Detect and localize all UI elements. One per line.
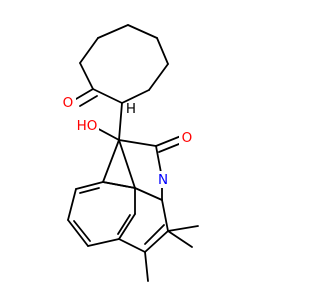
ketone-double-bond (75, 88, 98, 107)
benzene-ring (67, 181, 136, 247)
lactam-oxygen-label: O (182, 130, 193, 146)
ring-junction-h-label: H (126, 101, 136, 117)
lactam-ring (102, 139, 163, 189)
hydroxyl-label: HO (77, 118, 98, 134)
nitrogen-label: N (158, 172, 168, 188)
ring-link-bond (118, 102, 123, 141)
dihydroquinoline-ring (118, 177, 169, 253)
ketone-oxygen-label: O (63, 95, 74, 111)
molecule-drawing: O O HO N H (62, 24, 199, 282)
structure-canvas: O O HO N H (62, 24, 199, 282)
cycloheptanone-ring (79, 24, 169, 104)
methyl-groups (144, 225, 199, 282)
